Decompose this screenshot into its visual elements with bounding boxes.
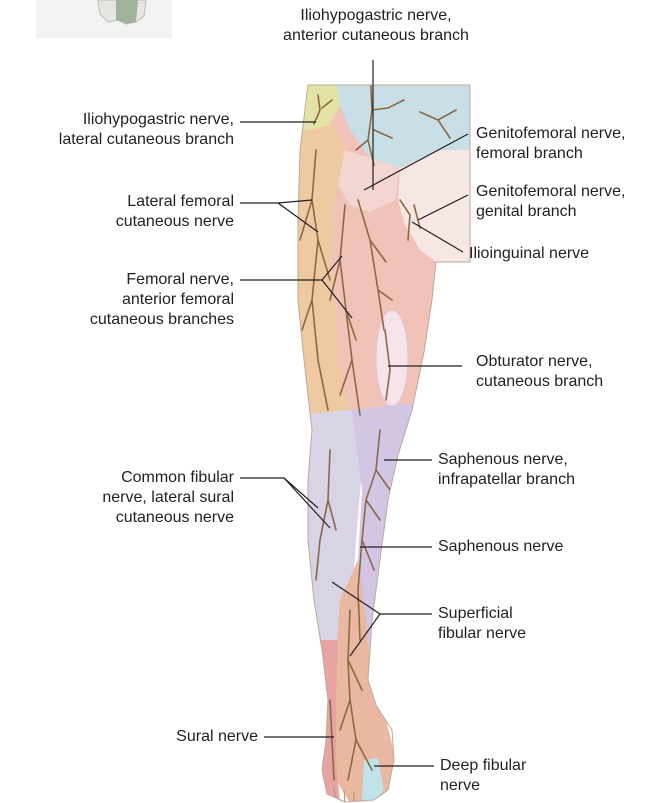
label-ilioinguinal: Ilioinguinal nerve: [469, 244, 589, 264]
label-lateral-femoral-cutaneous: Lateral femoral cutaneous nerve: [0, 192, 234, 232]
region-sural: [290, 640, 340, 803]
label-iliohypogastric-lateral: Iliohypogastric nerve, lateral cutaneous…: [0, 110, 234, 150]
label-femoral-anterior: Femoral nerve, anterior femoral cutaneou…: [0, 270, 234, 330]
leader-common-fibular-a: [240, 478, 318, 508]
leg-regions: [290, 70, 480, 803]
label-genitofemoral-genital: Genitofemoral nerve, genital branch: [476, 182, 625, 222]
region-obturator: [376, 310, 408, 406]
label-saphenous-infrapatellar: Saphenous nerve, infrapatellar branch: [438, 450, 575, 490]
label-saphenous: Saphenous nerve: [438, 537, 563, 557]
label-common-fibular: Common fibular nerve, lateral sural cuta…: [0, 468, 234, 528]
label-superficial-fibular: Superficial fibular nerve: [438, 604, 526, 644]
label-obturator: Obturator nerve, cutaneous branch: [476, 352, 603, 392]
label-deep-fibular: Deep fibular nerve: [440, 756, 526, 796]
label-iliohypogastric-anterior: Iliohypogastric nerve, anterior cutaneou…: [246, 6, 506, 46]
inset-thumbnail: [36, 0, 172, 38]
label-genitofemoral-femoral: Genitofemoral nerve, femoral branch: [476, 124, 625, 164]
label-sural: Sural nerve: [0, 727, 258, 747]
